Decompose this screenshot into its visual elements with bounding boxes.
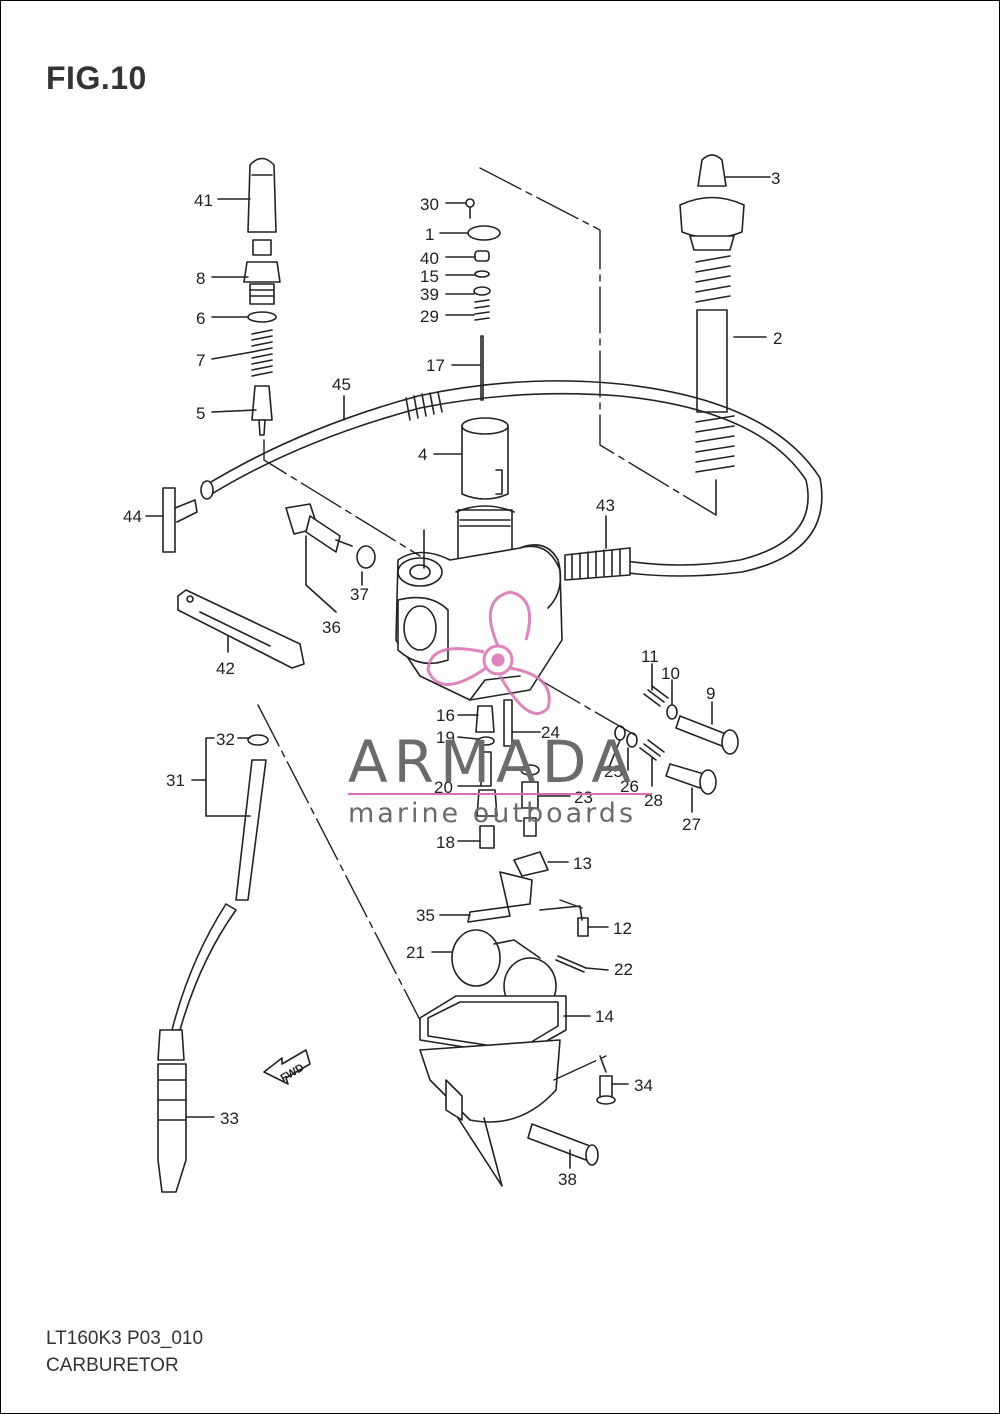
hose-end-45	[405, 391, 443, 421]
callout-40: 40	[420, 249, 439, 268]
callout-2: 2	[773, 329, 782, 348]
ring-15	[474, 270, 490, 278]
spring-29	[474, 299, 490, 321]
callout-17: 17	[426, 356, 445, 375]
callout-23: 23	[574, 788, 593, 807]
callout-6: 6	[196, 309, 205, 328]
callout-3: 3	[771, 169, 780, 188]
screw-27	[665, 763, 717, 795]
spring-11	[643, 685, 669, 707]
callout-27: 27	[682, 815, 701, 834]
callout-14: 14	[595, 1007, 614, 1026]
choke-nut-8	[243, 239, 281, 305]
callout-21: 21	[406, 943, 425, 962]
callout-12: 12	[613, 919, 632, 938]
drain-screw-38	[527, 1123, 591, 1161]
callout-30: 30	[420, 195, 439, 214]
callout-1: 1	[425, 225, 434, 244]
spring-7	[251, 329, 273, 377]
callout-13: 13	[573, 854, 592, 873]
callout-34: 34	[634, 1076, 653, 1095]
callout-42: 42	[216, 659, 235, 678]
choke-cap-41	[247, 157, 277, 233]
pin-22	[555, 955, 587, 973]
pilot-jet-24	[503, 699, 513, 747]
screw-34	[599, 1075, 613, 1099]
washer-10	[666, 704, 678, 720]
callout-labels: 41 8 6 7 5 3 2 30 1 40 15 39 29 17 4 45 …	[123, 169, 782, 1189]
plate-35	[467, 871, 533, 923]
spring-28	[639, 739, 665, 761]
washer-19	[477, 736, 495, 746]
callout-7: 7	[196, 351, 205, 370]
choke-plunger-5	[251, 385, 273, 436]
float-bowl-14	[419, 995, 567, 1123]
callout-18: 18	[436, 833, 455, 852]
callout-22: 22	[614, 960, 633, 979]
clip-13	[513, 851, 549, 877]
callout-36: 36	[322, 618, 341, 637]
callout-10: 10	[661, 664, 680, 683]
callout-39: 39	[420, 285, 439, 304]
callout-26: 26	[620, 777, 639, 796]
breather-33	[157, 1029, 187, 1193]
callout-15: 15	[420, 267, 439, 286]
watermark-brand: ARMADA	[348, 728, 637, 796]
top-cap-2	[679, 196, 745, 473]
callout-43: 43	[596, 496, 615, 515]
assembly-name: CARBURETOR	[46, 1355, 179, 1376]
drain-hose-31	[171, 759, 267, 1031]
ring-39	[473, 286, 491, 296]
callout-9: 9	[706, 684, 715, 703]
callout-31: 31	[166, 771, 185, 790]
bracket-42	[177, 589, 305, 669]
cable-end-43	[564, 547, 631, 581]
callout-11: 11	[641, 647, 659, 666]
callout-37: 37	[350, 585, 369, 604]
callout-41: 41	[194, 191, 213, 210]
callout-28: 28	[644, 791, 663, 810]
armada-logo	[426, 590, 551, 715]
callout-24: 24	[541, 723, 560, 742]
callout-20: 20	[434, 778, 453, 797]
plate-1	[467, 225, 501, 241]
callout-19: 19	[436, 728, 455, 747]
t-fitting-44	[162, 487, 198, 553]
jet-needle-17	[480, 335, 484, 401]
cable-cap-3	[697, 154, 727, 187]
callout-4: 4	[418, 445, 427, 464]
carburetor-body	[395, 505, 563, 701]
jet-16	[475, 705, 495, 733]
clip-40	[474, 250, 490, 262]
callout-38: 38	[558, 1170, 577, 1189]
figure-title: FIG.10	[46, 60, 147, 96]
callout-32: 32	[216, 730, 235, 749]
fwd-arrow-icon	[263, 1049, 311, 1085]
callout-5: 5	[196, 404, 205, 423]
washer-23a	[520, 764, 540, 776]
callout-33: 33	[220, 1109, 239, 1128]
screw-30	[465, 198, 475, 208]
callout-45: 45	[332, 375, 351, 394]
throttle-valve-4	[461, 417, 509, 500]
callout-16: 16	[436, 706, 455, 725]
callout-35: 35	[416, 906, 435, 925]
oring-37	[356, 545, 376, 569]
model-code: LT160K3 P03_010	[46, 1328, 204, 1349]
needle-jet-20	[480, 751, 492, 787]
pilot-screw-36	[285, 503, 353, 553]
callout-44: 44	[123, 507, 142, 526]
screw-12	[577, 917, 589, 937]
main-jet-18	[479, 825, 495, 849]
callout-25: 25	[604, 762, 623, 781]
washer-6	[247, 311, 277, 323]
callout-8: 8	[196, 269, 205, 288]
watermark-tagline: marine outboards	[348, 798, 636, 829]
screw-9	[675, 715, 739, 755]
clip-32	[247, 734, 269, 746]
callout-29: 29	[420, 307, 439, 326]
